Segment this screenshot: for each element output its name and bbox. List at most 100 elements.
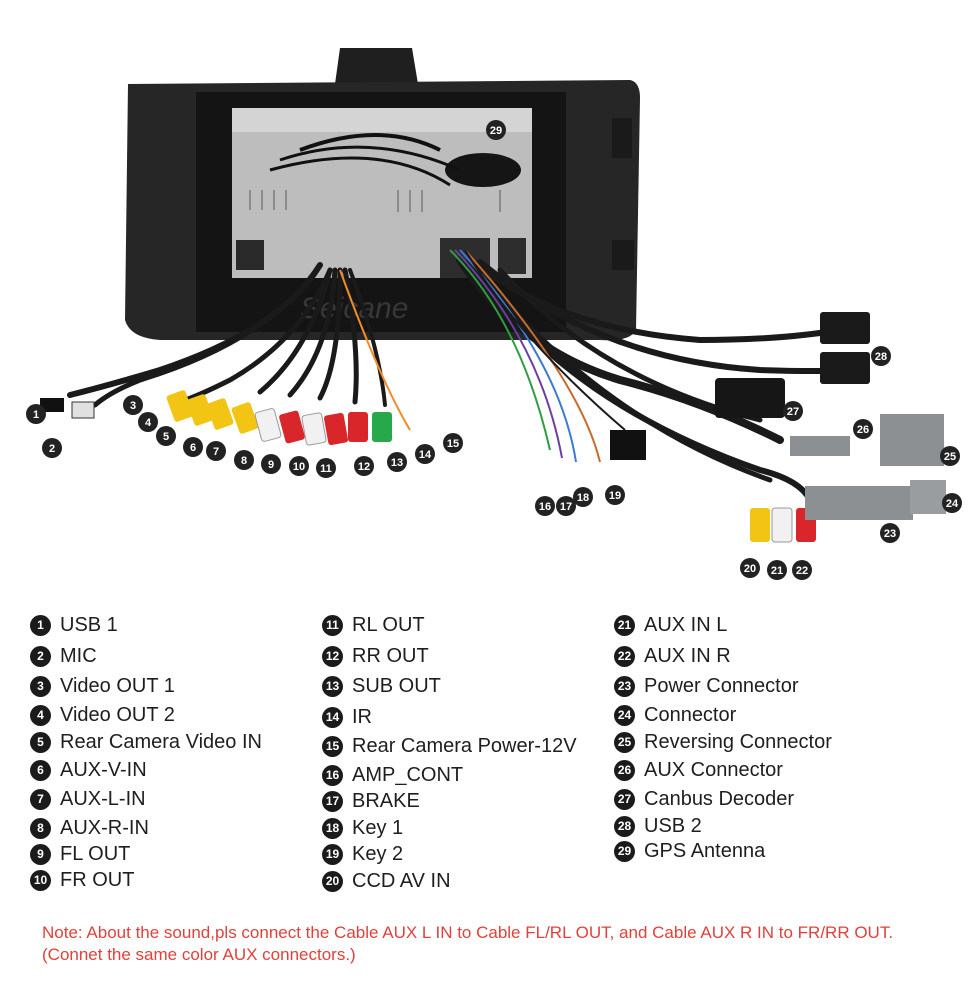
legend-number-badge: 1 [30, 614, 51, 636]
colored-wires [339, 249, 626, 463]
svg-text:12: 12 [358, 461, 370, 473]
svg-text:3: 3 [130, 400, 136, 412]
legend-number-badge: 13 [322, 675, 343, 697]
legend-label: AUX IN R [644, 644, 731, 667]
legend-label: FL OUT [60, 842, 131, 865]
legend-label: CCD AV IN [352, 869, 451, 892]
svg-text:1: 1 [33, 409, 39, 421]
marker-22: 22 [792, 560, 812, 580]
legend-label: AUX-L-IN [60, 787, 146, 810]
legend-number-badge: 14 [322, 706, 343, 728]
legend-number-badge: 22 [614, 645, 635, 667]
legend-label: Rear Camera Video IN [60, 730, 262, 753]
legend-number-badge: 21 [614, 614, 635, 636]
legend-label: GPS Antenna [644, 839, 766, 862]
marker-15: 15 [443, 433, 463, 453]
legend-item-29: 29 GPS Antenna [614, 838, 765, 864]
svg-text:24: 24 [946, 498, 959, 510]
marker-9: 9 [261, 454, 281, 474]
legend-label: AUX-V-IN [60, 758, 147, 781]
legend-label: Connector [644, 703, 737, 726]
legend-number-badge: 17 [322, 790, 343, 812]
sound-note: Note: About the sound,pls connect the Ca… [42, 923, 894, 964]
svg-text:8: 8 [241, 455, 247, 467]
rca-connectors [40, 390, 816, 543]
legend-item-10: 10 FR OUT [30, 867, 134, 893]
svg-text:6: 6 [190, 442, 196, 454]
svg-text:7: 7 [213, 446, 219, 458]
gps-antenna [269, 133, 521, 187]
marker-24: 24 [942, 493, 962, 513]
marker-10: 10 [289, 456, 309, 476]
legend-item-16: 16 AMP_CONT [322, 762, 463, 788]
legend-number-badge: 25 [614, 731, 635, 753]
svg-text:18: 18 [577, 492, 589, 504]
svg-text:2: 2 [49, 443, 55, 455]
legend-number-badge: 26 [614, 759, 635, 781]
marker-16: 16 [535, 496, 555, 516]
legend-item-22: 22 AUX IN R [614, 643, 731, 669]
legend-number-badge: 16 [322, 764, 343, 786]
legend-item-17: 17 BRAKE [322, 788, 420, 814]
svg-text:14: 14 [419, 449, 432, 461]
svg-text:28: 28 [875, 351, 887, 363]
marker-25: 25 [940, 446, 960, 466]
marker-7: 7 [206, 441, 226, 461]
legend-number-badge: 10 [30, 869, 51, 891]
legend-label: BRAKE [352, 789, 420, 812]
legend-number-badge: 20 [322, 870, 343, 892]
legend-label: USB 2 [644, 814, 702, 837]
legend-label: Rear Camera Power-12V [352, 734, 577, 757]
legend-number-badge: 12 [322, 645, 343, 667]
legend-label: Video OUT 2 [60, 703, 175, 726]
marker-17: 17 [556, 496, 576, 516]
svg-text:19: 19 [609, 490, 621, 502]
legend-label: FR OUT [60, 868, 135, 891]
legend-number-badge: 4 [30, 704, 51, 726]
svg-text:13: 13 [391, 457, 403, 469]
legend-label: AUX-R-IN [60, 816, 149, 839]
marker-11: 11 [316, 458, 336, 478]
marker-2: 2 [42, 438, 62, 458]
svg-text:11: 11 [320, 463, 332, 475]
legend-number-badge: 23 [614, 675, 635, 697]
legend-number-badge: 29 [614, 840, 635, 862]
marker-18: 18 [573, 487, 593, 507]
legend-number-badge: 19 [322, 843, 343, 865]
marker-19: 19 [605, 485, 625, 505]
legend-number-badge: 2 [30, 645, 51, 667]
svg-text:5: 5 [163, 431, 169, 443]
svg-text:20: 20 [744, 563, 756, 575]
legend-item-21: 21 AUX IN L [614, 612, 727, 638]
svg-text:25: 25 [944, 451, 956, 463]
marker-4: 4 [138, 412, 158, 432]
legend-label: AMP_CONT [352, 763, 464, 786]
legend-label: Canbus Decoder [644, 787, 795, 810]
product-photo: Seicane [26, 48, 962, 580]
legend-label: AUX IN L [644, 613, 728, 636]
svg-text:21: 21 [771, 565, 783, 577]
svg-text:10: 10 [293, 461, 305, 473]
legend-number-badge: 24 [614, 704, 635, 726]
legend-label: Video OUT 1 [60, 674, 175, 697]
svg-text:23: 23 [884, 528, 896, 540]
legend-number-badge: 18 [322, 817, 343, 839]
marker-12: 12 [354, 456, 374, 476]
